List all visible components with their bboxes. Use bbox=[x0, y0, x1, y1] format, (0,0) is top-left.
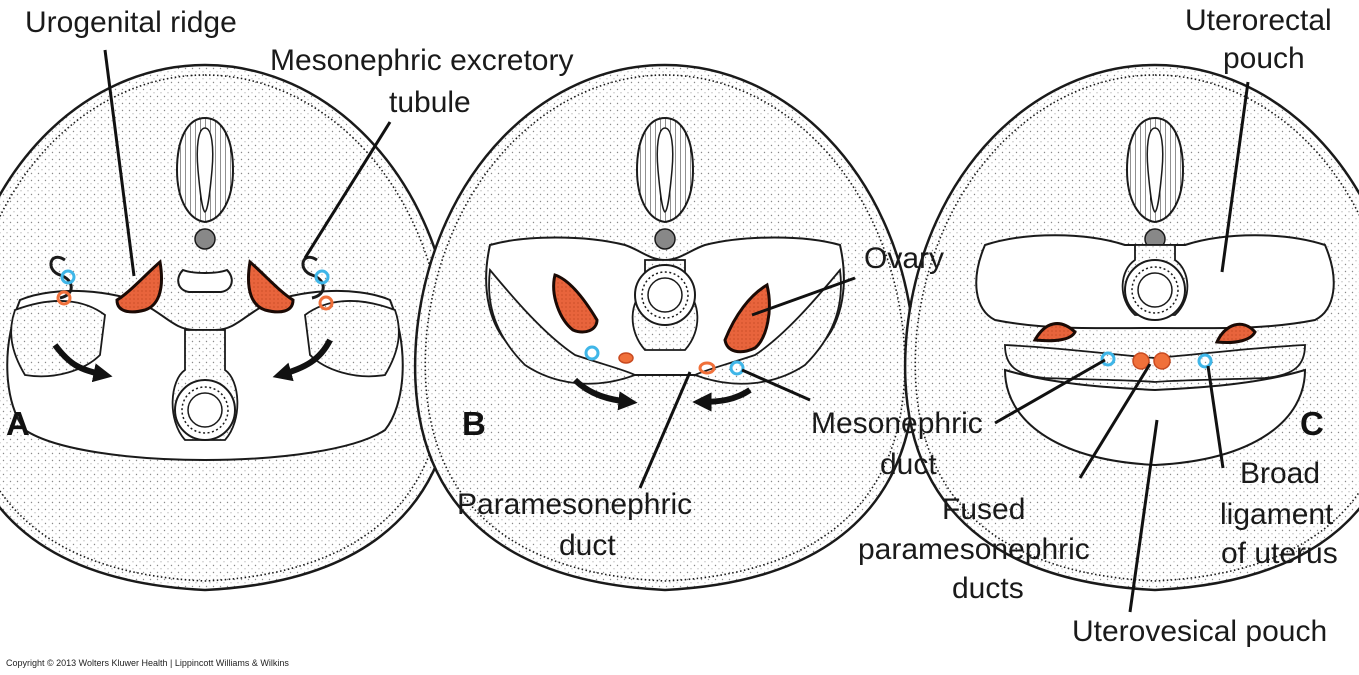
label-fused-3: ducts bbox=[952, 572, 1024, 605]
label-fused-1: Fused bbox=[942, 493, 1026, 526]
mesonephric-duct-left-c bbox=[1100, 351, 1116, 367]
label-broad-ligament-1: Broad bbox=[1240, 457, 1321, 490]
panel-letter-a: A bbox=[6, 405, 30, 442]
mesonephric-duct-right-c bbox=[1197, 353, 1213, 369]
paramesonephric-duct-right-b bbox=[698, 361, 716, 375]
fused-paramesonephric-left-c bbox=[1132, 352, 1150, 370]
panel-letter-c: C bbox=[1300, 405, 1324, 442]
label-uterorectal-1: Uterorectal bbox=[1185, 4, 1332, 37]
label-urogenital-ridge: Urogenital ridge bbox=[25, 6, 237, 39]
label-mesonephric-excretory-2: tubule bbox=[389, 86, 471, 119]
label-mesonephric-excretory-1: Mesonephric excretory bbox=[270, 44, 574, 77]
copyright-notice: Copyright © 2013 Wolters Kluwer Health |… bbox=[6, 658, 289, 668]
label-broad-ligament-3: of uterus bbox=[1221, 537, 1338, 570]
panel-c-embryo bbox=[903, 63, 1359, 592]
paramesonephric-duct-left-a bbox=[56, 290, 72, 306]
paramesonephric-duct-left-b bbox=[618, 352, 634, 364]
label-ovary: Ovary bbox=[864, 242, 945, 275]
label-uterovesical-pouch: Uterovesical pouch bbox=[1072, 615, 1328, 648]
mesonephric-duct-left-b bbox=[584, 345, 600, 361]
label-uterorectal-2: pouch bbox=[1223, 42, 1305, 75]
mesonephric-duct-right-b bbox=[729, 360, 745, 376]
paramesonephric-duct-right-a bbox=[318, 295, 334, 311]
panel-a-embryo bbox=[0, 63, 457, 592]
arrow-left-a bbox=[52, 343, 113, 383]
label-mesonephric-duct-2: duct bbox=[880, 448, 937, 481]
label-paramesonephric-duct-2: duct bbox=[559, 529, 616, 562]
label-broad-ligament-2: ligament bbox=[1220, 498, 1334, 531]
leader-lines bbox=[103, 49, 1250, 613]
mesonephric-duct-left-a bbox=[60, 269, 76, 285]
fused-paramesonephric-right-c bbox=[1153, 352, 1171, 370]
label-fused-2: paramesonephric bbox=[858, 533, 1090, 566]
mesonephric-duct-right-a bbox=[314, 269, 330, 285]
panel-b-embryo bbox=[413, 63, 917, 592]
arrow-right-a bbox=[272, 338, 333, 382]
label-mesonephric-duct-1: Mesonephric bbox=[811, 407, 983, 440]
label-paramesonephric-duct-1: Paramesonephric bbox=[457, 488, 693, 521]
panel-letter-b: B bbox=[462, 405, 486, 442]
